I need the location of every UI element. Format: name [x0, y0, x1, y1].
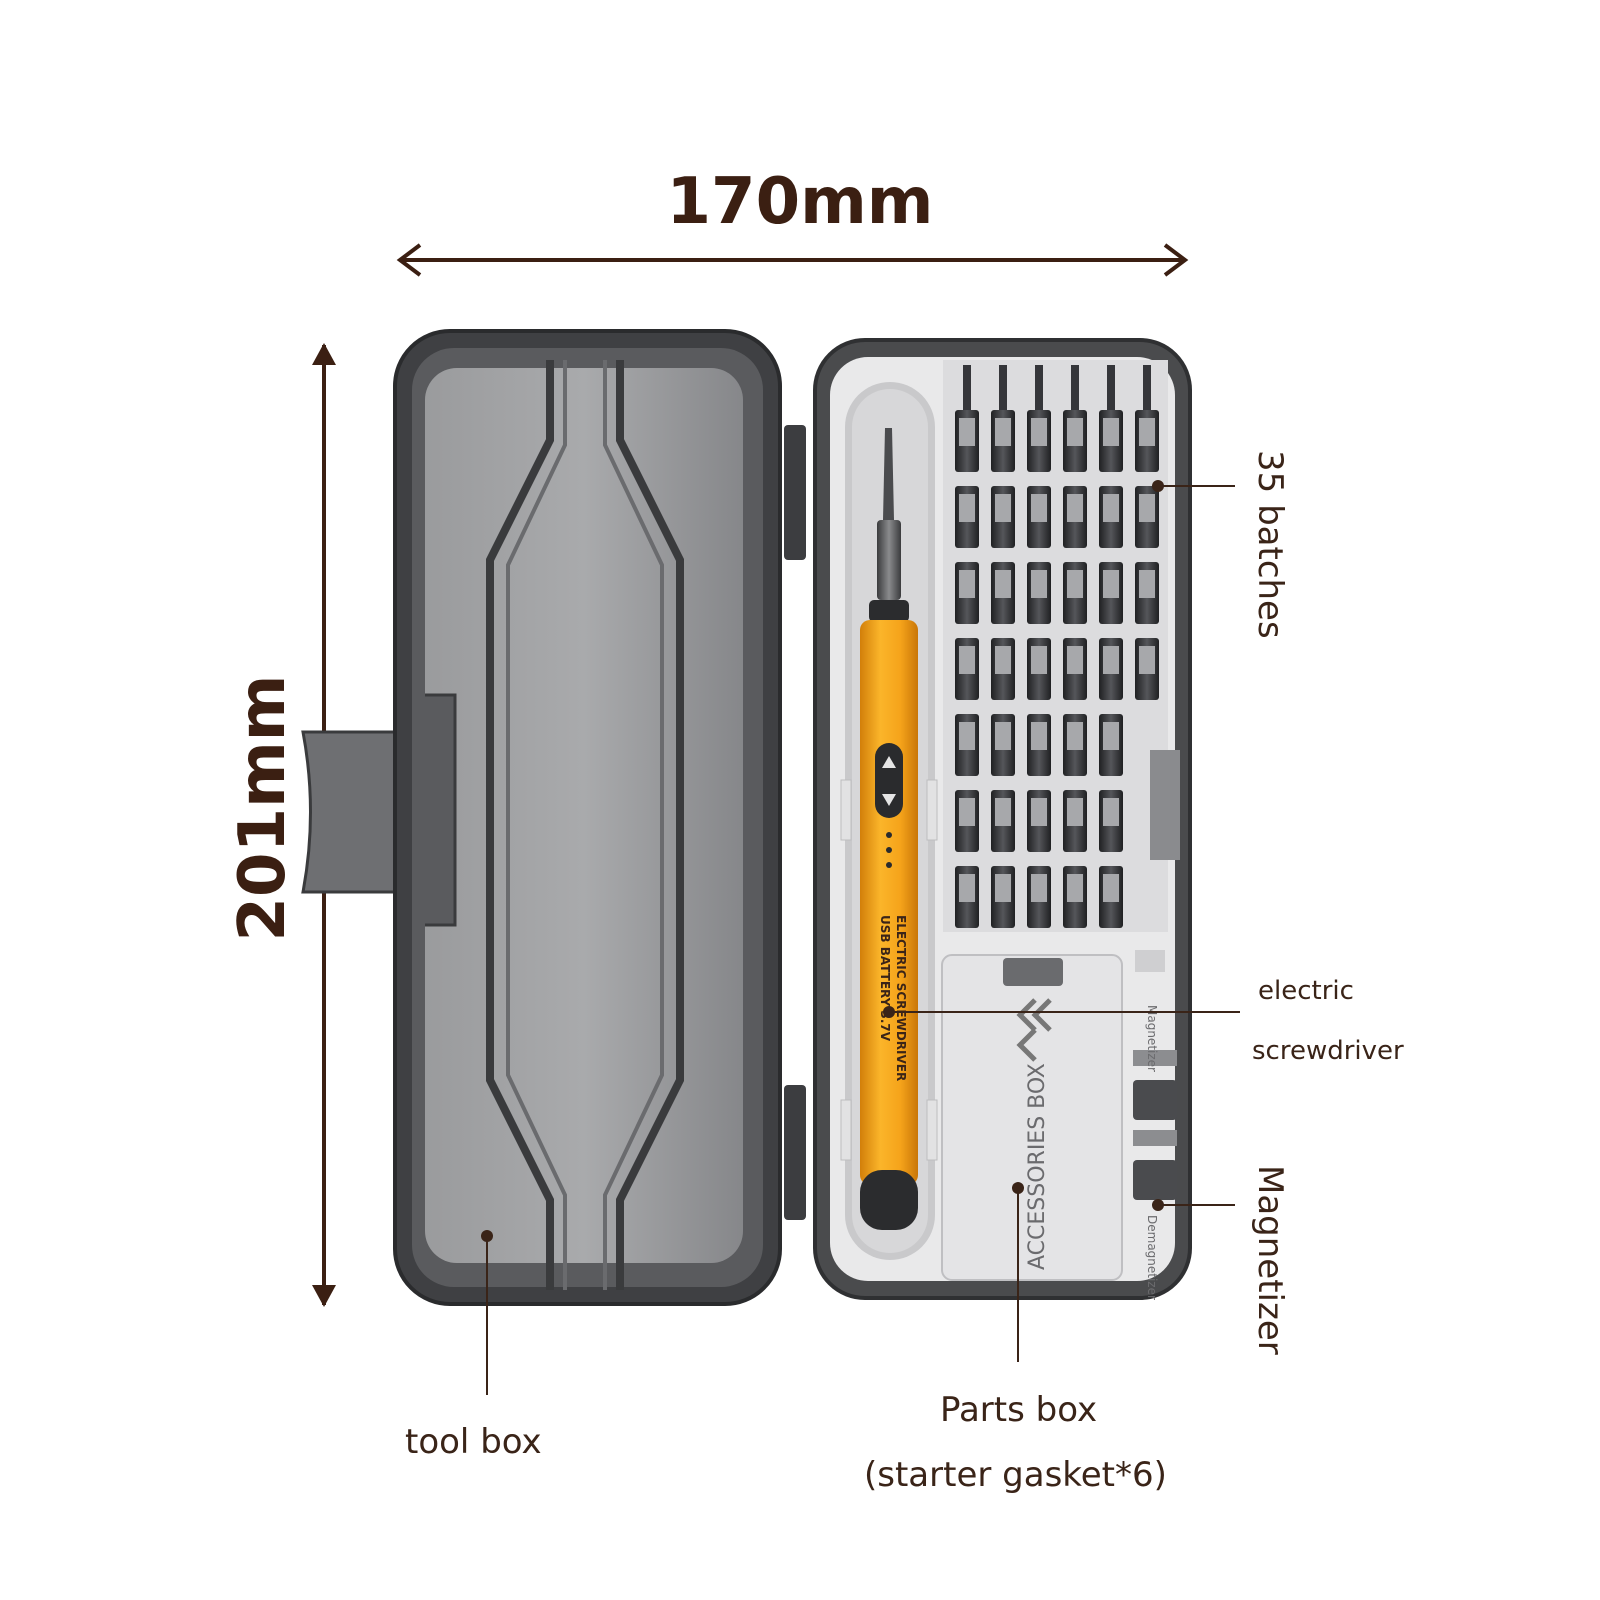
- bit-tip: [999, 365, 1007, 410]
- accessories-box: [941, 954, 1123, 1281]
- parts-box-callout-label-line1: Parts box: [940, 1390, 1098, 1430]
- magnetizer-callout-label: Magnetizer: [1250, 1165, 1290, 1355]
- bit-holder-highlight: [1067, 570, 1083, 598]
- bit-holder-highlight: [1103, 798, 1119, 826]
- bit-holder-highlight: [1031, 874, 1047, 902]
- bit-holder-highlight: [959, 646, 975, 674]
- bit-holder-highlight: [995, 646, 1011, 674]
- bit-holder-highlight: [1067, 494, 1083, 522]
- bit-holder-highlight: [959, 798, 975, 826]
- bit-holder-highlight: [1139, 570, 1155, 598]
- bit-tip: [1143, 365, 1151, 410]
- width-dimension-arrow: [396, 243, 1189, 277]
- bits-callout-label: 35 batches: [1250, 450, 1290, 639]
- bit-holder-highlight: [1031, 798, 1047, 826]
- bit-holder-highlight: [1103, 874, 1119, 902]
- magnetizer-print: Magnetizer: [1145, 1005, 1159, 1072]
- bit-holder-highlight: [995, 494, 1011, 522]
- bit-holder-highlight: [995, 798, 1011, 826]
- bit-holder-highlight: [1067, 798, 1083, 826]
- bit-tip: [1035, 365, 1043, 410]
- bit-holder-highlight: [1139, 494, 1155, 522]
- case-hinges: [784, 425, 806, 1220]
- demagnetizer-print: Demagnetizer: [1145, 1215, 1159, 1300]
- bit-holder-highlight: [1067, 646, 1083, 674]
- bit-holder-highlight: [959, 570, 975, 598]
- bit-holder-highlight: [1031, 646, 1047, 674]
- bit-holder-highlight: [1103, 570, 1119, 598]
- bit-holder-highlight: [1139, 418, 1155, 446]
- parts-box-callout-label-line2: (starter gasket*6): [864, 1455, 1167, 1495]
- bit-holder-highlight: [1103, 418, 1119, 446]
- bit-tip: [963, 365, 971, 410]
- bit-holder-highlight: [995, 874, 1011, 902]
- bit-holder-highlight: [1031, 418, 1047, 446]
- bit-holder-highlight: [1031, 722, 1047, 750]
- tool-box-callout-label: tool box: [405, 1422, 542, 1462]
- bit-holder-highlight: [1139, 646, 1155, 674]
- bit-holder-highlight: [995, 722, 1011, 750]
- bit-holder-highlight: [1067, 874, 1083, 902]
- bit-holder-highlight: [1031, 494, 1047, 522]
- bit-holder-highlight: [1103, 722, 1119, 750]
- bit-holder-highlight: [1067, 418, 1083, 446]
- tool-box-lid: [393, 329, 782, 1306]
- bit-tip: [1107, 365, 1115, 410]
- magnetizer-slots: [1133, 750, 1180, 1200]
- bit-holder-highlight: [959, 494, 975, 522]
- bit-holder-highlight: [1031, 570, 1047, 598]
- bit-holder-highlight: [959, 874, 975, 902]
- bit-grid: [943, 360, 1168, 932]
- screwdriver-callout-label-line2: screwdriver: [1252, 1036, 1404, 1066]
- bit-holder-highlight: [995, 418, 1011, 446]
- callout-leaders: [481, 480, 1240, 1395]
- screwdriver-callout-label-line1: electric: [1258, 976, 1354, 1006]
- bit-tip: [1071, 365, 1079, 410]
- bit-holder-highlight: [1103, 494, 1119, 522]
- bit-holder-highlight: [995, 570, 1011, 598]
- electric-screwdriver: [840, 382, 938, 1260]
- bit-holder-highlight: [1103, 646, 1119, 674]
- bit-holder-highlight: [959, 722, 975, 750]
- bit-holder-highlight: [959, 418, 975, 446]
- bit-holder-highlight: [1067, 722, 1083, 750]
- accessories-box-label: ACCESSORIES BOX: [1025, 1063, 1050, 1270]
- width-dimension-label: 170mm: [666, 165, 934, 239]
